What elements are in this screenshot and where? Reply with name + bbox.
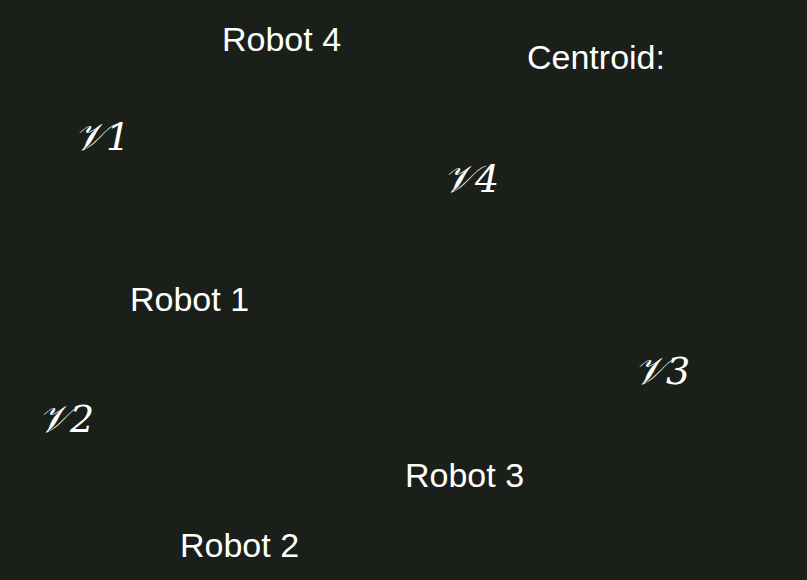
legend-centroid-marker [747, 51, 765, 69]
robot-label: Robot 1 [130, 282, 249, 316]
centroid-markers [159, 51, 765, 481]
robot-3 [410, 343, 468, 441]
region-outline [120, 0, 807, 232]
robot-label: Robot 4 [222, 22, 341, 56]
region-label: 𝒱2 [38, 400, 94, 438]
robot-1 [238, 189, 305, 292]
region-label: 𝒱3 [634, 352, 690, 390]
legend-text: Centroid: [527, 40, 665, 74]
robot-label: Robot 3 [405, 458, 524, 492]
region-label: 𝒱1 [74, 118, 130, 156]
region-outline [0, 325, 370, 580]
robot-4 [372, 24, 418, 116]
region-label: 𝒱4 [443, 160, 499, 198]
robot-label: Robot 2 [180, 528, 299, 562]
arena-frame [22, 8, 788, 570]
region-outline [0, 0, 447, 402]
region-outline [290, 141, 807, 580]
